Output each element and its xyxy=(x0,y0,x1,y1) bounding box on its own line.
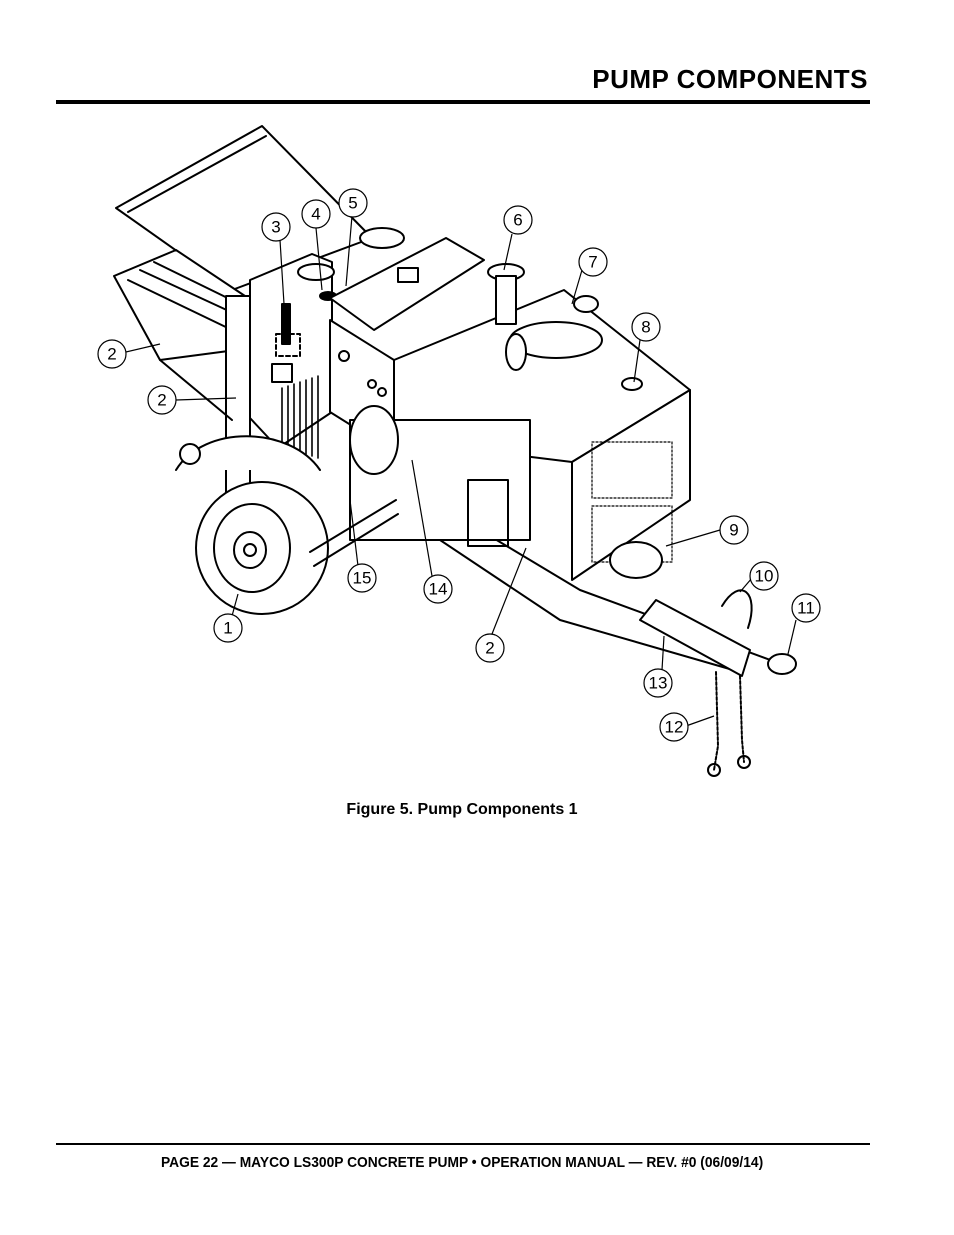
callout-labels: 2 2 3 4 5 6 7 8 2 9 10 11 13 12 1 15 14 xyxy=(107,194,815,737)
callout-label: 7 xyxy=(588,253,597,272)
callout-label: 2 xyxy=(157,391,166,410)
callout-label: 12 xyxy=(665,718,684,737)
page-footer: PAGE 22 — MAYCO LS300P CONCRETE PUMP • O… xyxy=(160,1154,764,1171)
callout-leaders xyxy=(125,215,797,727)
figure-caption: Figure 5. Pump Components 1 xyxy=(346,801,578,818)
callout-circles xyxy=(97,188,821,742)
pump-components-figure: 2 2 3 4 5 6 7 8 2 9 10 11 13 12 1 15 14 xyxy=(97,125,821,777)
callout-label: 9 xyxy=(729,521,738,540)
footer-rule xyxy=(56,1143,870,1145)
callout-label: 13 xyxy=(649,674,668,693)
header-rule xyxy=(56,100,870,104)
callout-label: 8 xyxy=(641,318,650,337)
callout-label: 10 xyxy=(755,567,774,586)
pump-illustration xyxy=(113,125,797,777)
callout-label: 11 xyxy=(797,599,815,618)
callout-label: 1 xyxy=(223,619,232,638)
callout-label: 2 xyxy=(485,639,494,658)
callout-label: 4 xyxy=(311,205,320,224)
callout-label: 5 xyxy=(348,194,357,213)
callout-label: 6 xyxy=(513,211,522,230)
callout-label: 14 xyxy=(429,580,448,599)
callout-label: 3 xyxy=(271,218,280,237)
callout-label: 2 xyxy=(107,345,116,364)
callout-label: 15 xyxy=(353,569,372,588)
page-title: PUMP COMPONENTS xyxy=(592,64,868,94)
